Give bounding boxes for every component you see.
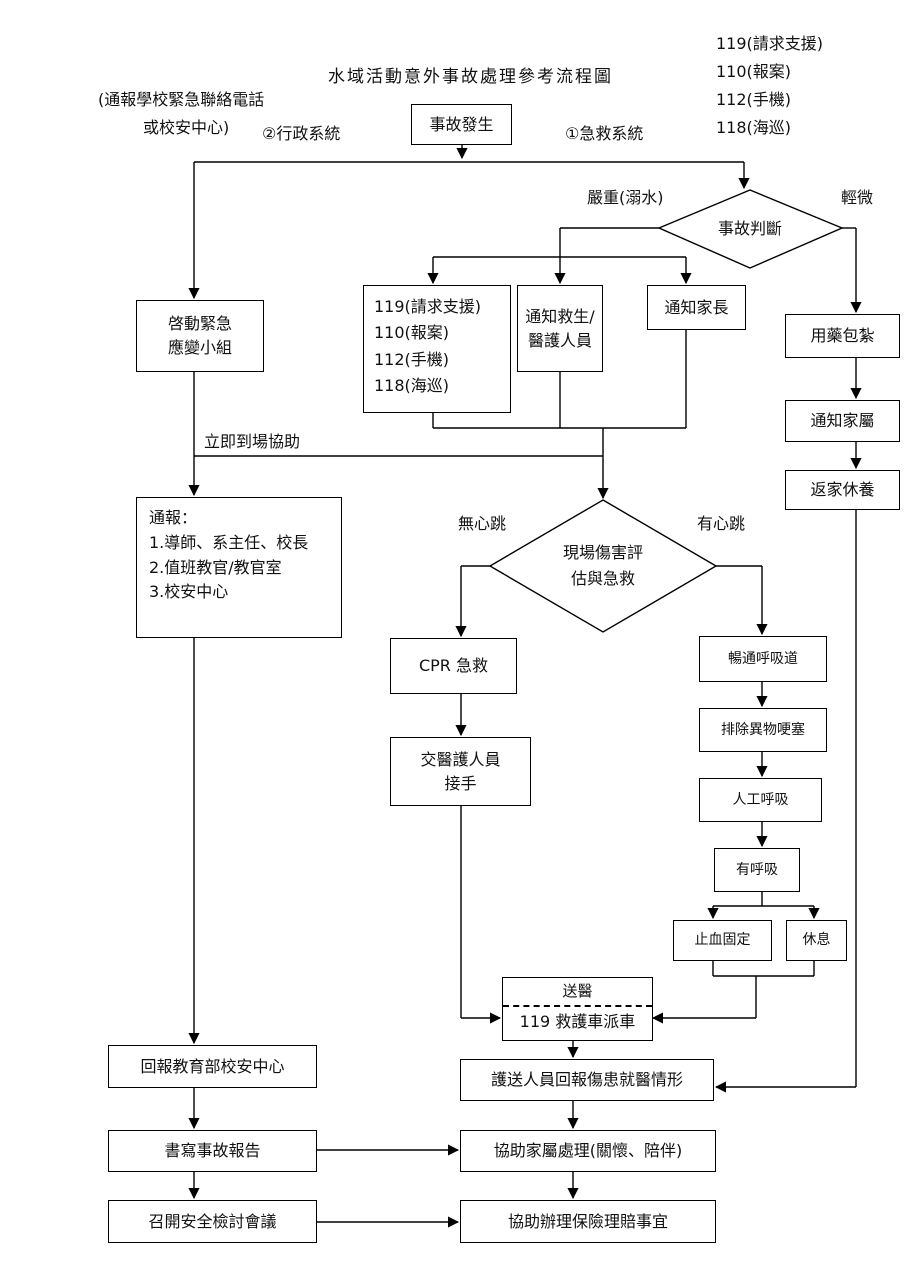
notify-school-note-line1: (通報學校緊急聯絡電話 <box>98 90 265 109</box>
remove-obstruction-box: 排除異物哽塞 <box>699 708 827 752</box>
has-heartbeat-label: 有心跳 <box>697 514 746 533</box>
breathing-text: 有呼吸 <box>736 861 778 878</box>
assess-line1: 現場傷害評 <box>562 543 643 562</box>
report-list-item-1: 1.導師、系主任、校長 <box>149 532 309 552</box>
airway-text: 暢通呼吸道 <box>728 650 798 667</box>
assist-family-text: 協助家屬處理(關懷、陪伴) <box>493 1141 683 1160</box>
report-moe-box: 回報教育部校安中心 <box>108 1045 317 1088</box>
insurance-box: 協助辦理保險理賠事宜 <box>460 1200 716 1243</box>
judge-diamond <box>657 189 844 269</box>
notify-school-note-line2: 或校安中心) <box>143 118 230 137</box>
handover-box: 交醫護人員 接手 <box>390 737 531 806</box>
notify-lifeguard-line2: 醫護人員 <box>527 330 592 350</box>
write-report-text: 書寫事故報告 <box>164 1141 261 1160</box>
report-list-box: 通報： 1.導師、系主任、校長 2.值班教官/教官室 3.校安中心 <box>136 497 342 638</box>
hotline-legend: 119(請求支援) 110(報案) 112(手機) 118(海巡) <box>716 30 823 142</box>
stop-bleeding-text: 止血固定 <box>694 932 751 948</box>
go-home-box: 返家休養 <box>785 470 900 510</box>
hospital-box: 送醫 119 救護車派車 <box>502 977 653 1041</box>
hospital-bottom-text: 119 救護車派車 <box>519 1012 636 1031</box>
assess-text: 現場傷害評 估與急救 <box>528 540 678 591</box>
hotline-legend-118: 118(海巡) <box>716 118 792 137</box>
incident-box: 事故發生 <box>411 104 512 145</box>
notify-parents-text: 通知家長 <box>664 297 729 317</box>
safety-review-text: 召開安全檢討會議 <box>148 1211 277 1231</box>
hotline-119: 119(請求支援) <box>374 297 482 316</box>
admin-system-label: ②行政系統 <box>262 124 341 143</box>
report-list-heading: 通報： <box>149 508 198 527</box>
notify-family-text: 通知家屬 <box>810 411 875 430</box>
no-heartbeat-label: 無心跳 <box>458 514 507 533</box>
notify-family-box: 通知家屬 <box>785 400 900 442</box>
stop-bleeding-box: 止血固定 <box>673 920 772 961</box>
safety-review-box: 召開安全檢討會議 <box>108 1200 317 1243</box>
emergency-team-line1: 啓動緊急 <box>167 314 232 333</box>
go-assist-label: 立即到場協助 <box>204 432 301 451</box>
report-list-item-3: 3.校安中心 <box>149 582 229 602</box>
hospital-dashed-divider <box>503 1005 652 1007</box>
artificial-breathing-text: 人工呼吸 <box>732 791 789 808</box>
medicate-text: 用藥包紮 <box>810 326 875 345</box>
hospital-top-text: 送醫 <box>562 982 593 1000</box>
cpr-text: CPR 急救 <box>418 656 489 675</box>
go-home-text: 返家休養 <box>810 480 875 499</box>
artificial-breathing-box: 人工呼吸 <box>699 778 822 822</box>
assess-line2: 估與急救 <box>570 568 635 588</box>
notify-parents-box: 通知家長 <box>647 285 746 330</box>
emergency-team-line2: 應變小組 <box>167 338 232 357</box>
escort-report-text: 護送人員回報傷患就醫情形 <box>490 1070 683 1089</box>
notify-lifeguard-line1: 通知救生/ <box>525 306 595 326</box>
rest-text: 休息 <box>802 932 831 948</box>
medicate-box: 用藥包紮 <box>785 314 900 358</box>
report-list-item-2: 2.值班教官/教官室 <box>149 557 282 577</box>
severe-label: 嚴重(溺水) <box>587 188 664 207</box>
hotline-118: 118(海巡) <box>374 376 450 396</box>
hotline-110: 110(報案) <box>374 323 450 343</box>
assist-family-box: 協助家屬處理(關懷、陪伴) <box>460 1130 716 1172</box>
cpr-box: CPR 急救 <box>390 638 517 694</box>
breathing-box: 有呼吸 <box>714 848 800 892</box>
hotline-112: 112(手機) <box>374 349 450 369</box>
insurance-text: 協助辦理保險理賠事宜 <box>507 1211 668 1231</box>
rest-box: 休息 <box>786 920 847 961</box>
handover-line1: 交醫護人員 <box>420 749 501 769</box>
write-report-box: 書寫事故報告 <box>108 1130 317 1172</box>
notify-lifeguard-box: 通知救生/ 醫護人員 <box>517 285 603 372</box>
emergency-team-box: 啓動緊急 應變小組 <box>136 300 264 372</box>
assess-diamond <box>488 499 718 633</box>
incident-text: 事故發生 <box>429 114 494 134</box>
hotline-legend-119: 119(請求支援) <box>716 34 824 53</box>
hotline-legend-110: 110(報案) <box>716 62 792 81</box>
handover-line2: 接手 <box>444 773 477 793</box>
airway-box: 暢通呼吸道 <box>699 636 827 682</box>
minor-label: 輕微 <box>841 188 874 207</box>
remove-obstruction-text: 排除異物哽塞 <box>721 721 805 738</box>
hotline-legend-112: 112(手機) <box>716 90 792 109</box>
hotlines-box: 119(請求支援) 110(報案) 112(手機) 118(海巡) <box>363 285 511 413</box>
judge-text: 事故判斷 <box>717 219 782 238</box>
page-title: 水域活動意外事故處理參考流程圖 <box>328 67 613 87</box>
report-moe-text: 回報教育部校安中心 <box>140 1056 285 1076</box>
escort-report-box: 護送人員回報傷患就醫情形 <box>460 1059 714 1101</box>
rescue-system-label: ①急救系統 <box>565 124 644 143</box>
